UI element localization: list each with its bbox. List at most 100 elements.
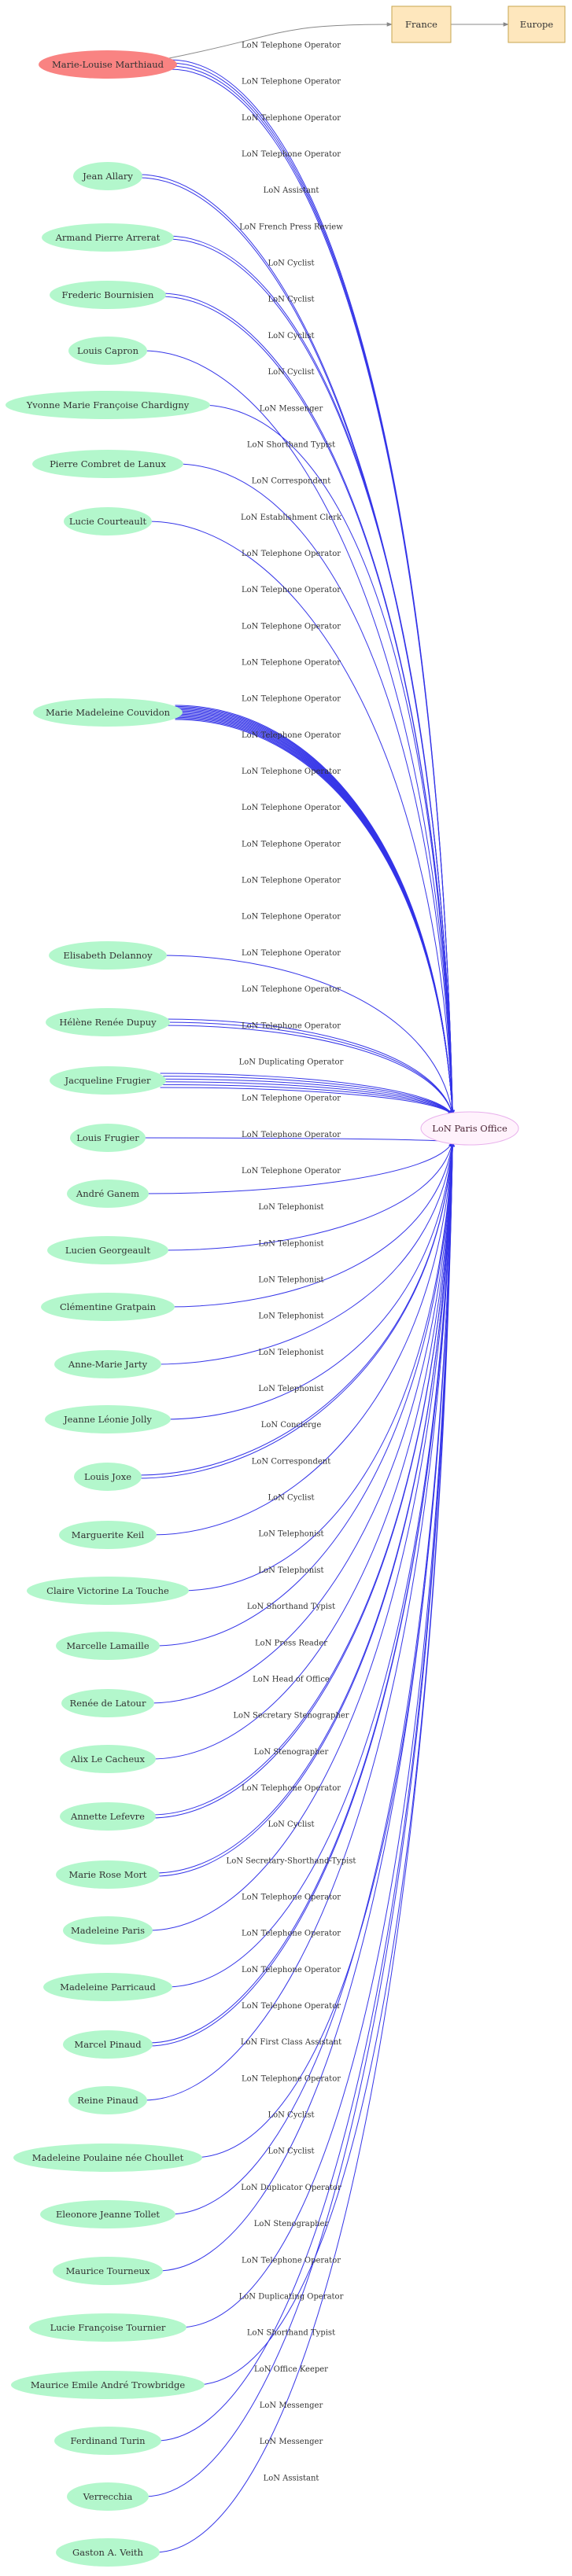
role-link: [151, 1141, 455, 1536]
role-link: [161, 955, 455, 1116]
person-node-chardigny[interactable]: Yvonne Marie Françoise Chardigny: [6, 391, 210, 419]
role-link: [160, 1084, 453, 1116]
edge-label: LoN Shorthand Typist: [247, 2329, 335, 2338]
edge-label: LoN Cyclist: [268, 368, 314, 377]
place-node-france[interactable]: France: [391, 6, 452, 43]
person-node-lamaille[interactable]: Marcelle Lamaille: [56, 1632, 160, 1660]
edge-label: LoN Telephonist: [258, 1566, 323, 1575]
role-link: [142, 1141, 455, 2101]
person-node-label: Annette Lefevre: [70, 1811, 145, 1822]
person-node-label: Pierre Combret de Lanux: [50, 458, 166, 469]
person-node-rpinaud[interactable]: Reine Pinaud: [68, 2086, 147, 2114]
person-node-dupuy[interactable]: Hélène Renée Dupuy: [46, 1008, 170, 1036]
person-node-bournisien[interactable]: Frederic Bournisien: [50, 281, 166, 309]
person-node-label: Marcel Pinaud: [74, 2039, 142, 2050]
edge-label: LoN Telephone Operator: [242, 1167, 341, 1176]
person-node-shape: [29, 2313, 186, 2342]
person-node-shape: [40, 2200, 175, 2228]
edge-label: LoN Correspondent: [252, 1457, 331, 1466]
person-node-veith[interactable]: Gaston A. Veith: [56, 2538, 160, 2567]
person-node-turin[interactable]: Ferdinand Turin: [54, 2427, 161, 2455]
edge-label: LoN Secretary Stenographer: [233, 1712, 349, 1720]
person-node-mort[interactable]: Marie Rose Mort: [56, 1860, 160, 1889]
person-node-gratpain[interactable]: Clémentine Gratpain: [41, 1293, 175, 1321]
place-node-europe[interactable]: Europe: [507, 6, 566, 43]
person-node-jfrugier[interactable]: Jacqueline Frugier: [50, 1066, 166, 1095]
person-node-parricaud[interactable]: Madeleine Parricaud: [43, 1973, 172, 2001]
person-node-label: Lucie Courteault: [69, 516, 147, 527]
edge-label: LoN Telephone Operator: [242, 1095, 341, 1103]
person-node-shape: [43, 1973, 172, 2001]
person-node-shape: [67, 1179, 149, 1208]
person-node-latour[interactable]: Renée de Latour: [61, 1689, 154, 1717]
person-node-delannoy[interactable]: Elisabeth Delannoy: [49, 941, 167, 970]
edge-label: LoN Cyclist: [268, 1494, 314, 1503]
person-node-arrerat[interactable]: Armand Pierre Arrerat: [42, 223, 174, 252]
edge-label: LoN Telephone Operator: [242, 840, 341, 848]
person-node-tollet[interactable]: Eleonore Jeanne Tollet: [40, 2200, 175, 2228]
person-node-label: Gaston A. Veith: [72, 2547, 144, 2558]
person-node-shape: [39, 50, 177, 79]
role-link: [147, 521, 455, 1116]
person-node-label: Anne-Marie Jarty: [68, 1359, 148, 1370]
person-node-shape: [63, 2030, 153, 2059]
person-node-jolly[interactable]: Jeanne Léonie Jolly: [45, 1405, 171, 1433]
edge-label: LoN Telephone Operator: [242, 913, 341, 922]
person-node-shape: [50, 1066, 166, 1095]
person-node-allary[interactable]: Jean Allary: [73, 162, 142, 190]
role-link: [150, 1141, 455, 1819]
edge-label: LoN Telephonist: [258, 1276, 323, 1285]
edge-label: LoN Shorthand Typist: [247, 440, 335, 449]
person-node-keil[interactable]: Marguerite Keil: [59, 1521, 157, 1549]
person-node-shape: [45, 1405, 171, 1433]
person-node-label: Madeleine Poulaine née Choullet: [32, 2152, 184, 2163]
role-link: [149, 1141, 455, 1704]
person-node-label: Jeanne Léonie Jolly: [63, 1414, 152, 1425]
role-link: [164, 1025, 454, 1116]
role-link: [150, 1141, 455, 1760]
office-node[interactable]: LoN Paris Office: [420, 1111, 519, 1146]
person-node-lecacheux[interactable]: Alix Le Cacheux: [60, 1745, 156, 1773]
person-node-label: Lucien Georgeault: [65, 1245, 151, 1256]
place-node-shape: [391, 6, 452, 43]
role-link: [160, 1081, 453, 1116]
edge-label: LoN Duplicating Operator: [239, 1058, 344, 1066]
edge-layer: [138, 22, 509, 2553]
person-node-label: Yvonne Marie Françoise Chardigny: [26, 399, 190, 410]
person-node-label: Ferdinand Turin: [70, 2435, 146, 2446]
edge-label: LoN Duplicating Operator: [239, 2292, 344, 2301]
person-node-lanux[interactable]: Pierre Combret de Lanux: [32, 450, 183, 478]
edge-label: LoN Assistant: [264, 186, 319, 195]
person-node-shape: [27, 1577, 189, 1605]
person-node-shape: [41, 1293, 175, 1321]
person-node-paris[interactable]: Madeleine Paris: [63, 1916, 153, 1945]
person-node-georgeault[interactable]: Lucien Georgeault: [47, 1236, 168, 1264]
person-node-trowbridge[interactable]: Maurice Emile André Trowbridge: [11, 2371, 205, 2399]
edge-label: LoN Secretary-Shorthand-Typist: [227, 1857, 356, 1865]
person-node-shape: [60, 1745, 156, 1773]
person-node-latouche[interactable]: Claire Victorine La Touche: [27, 1577, 189, 1605]
role-link: [160, 1078, 453, 1116]
role-link: [199, 404, 455, 1116]
person-node-shape: [33, 698, 183, 727]
person-node-ganem[interactable]: André Ganem: [67, 1179, 149, 1208]
person-node-mtourneux[interactable]: Maurice Tourneux: [53, 2257, 163, 2285]
person-node-label: Elisabeth Delannoy: [63, 950, 153, 961]
person-node-verrecchia[interactable]: Verrecchia: [67, 2482, 149, 2511]
place-node-label: Europe: [520, 19, 554, 30]
person-node-mpinaud[interactable]: Marcel Pinaud: [63, 2030, 153, 2059]
person-node-lfrugier[interactable]: Louis Frugier: [70, 1124, 146, 1152]
person-node-marthiaud[interactable]: Marie-Louise Marthiaud: [39, 50, 177, 79]
person-node-capron[interactable]: Louis Capron: [68, 337, 147, 365]
person-node-choullet[interactable]: Madeleine Poulaine née Choullet: [13, 2144, 202, 2172]
person-node-jarty[interactable]: Anne-Marie Jarty: [54, 1350, 161, 1378]
person-node-ltournier[interactable]: Lucie Françoise Tournier: [29, 2313, 186, 2342]
person-node-lefevre[interactable]: Annette Lefevre: [60, 1802, 156, 1831]
place-node-shape: [507, 6, 566, 43]
person-node-shape: [67, 2482, 149, 2511]
person-node-joxe[interactable]: Louis Joxe: [74, 1463, 142, 1491]
person-node-courteault[interactable]: Lucie Courteault: [64, 507, 152, 535]
person-node-label: Marie-Louise Marthiaud: [52, 59, 164, 70]
person-node-label: Clémentine Gratpain: [60, 1301, 157, 1312]
person-node-couvidon[interactable]: Marie Madeleine Couvidon: [33, 698, 183, 727]
